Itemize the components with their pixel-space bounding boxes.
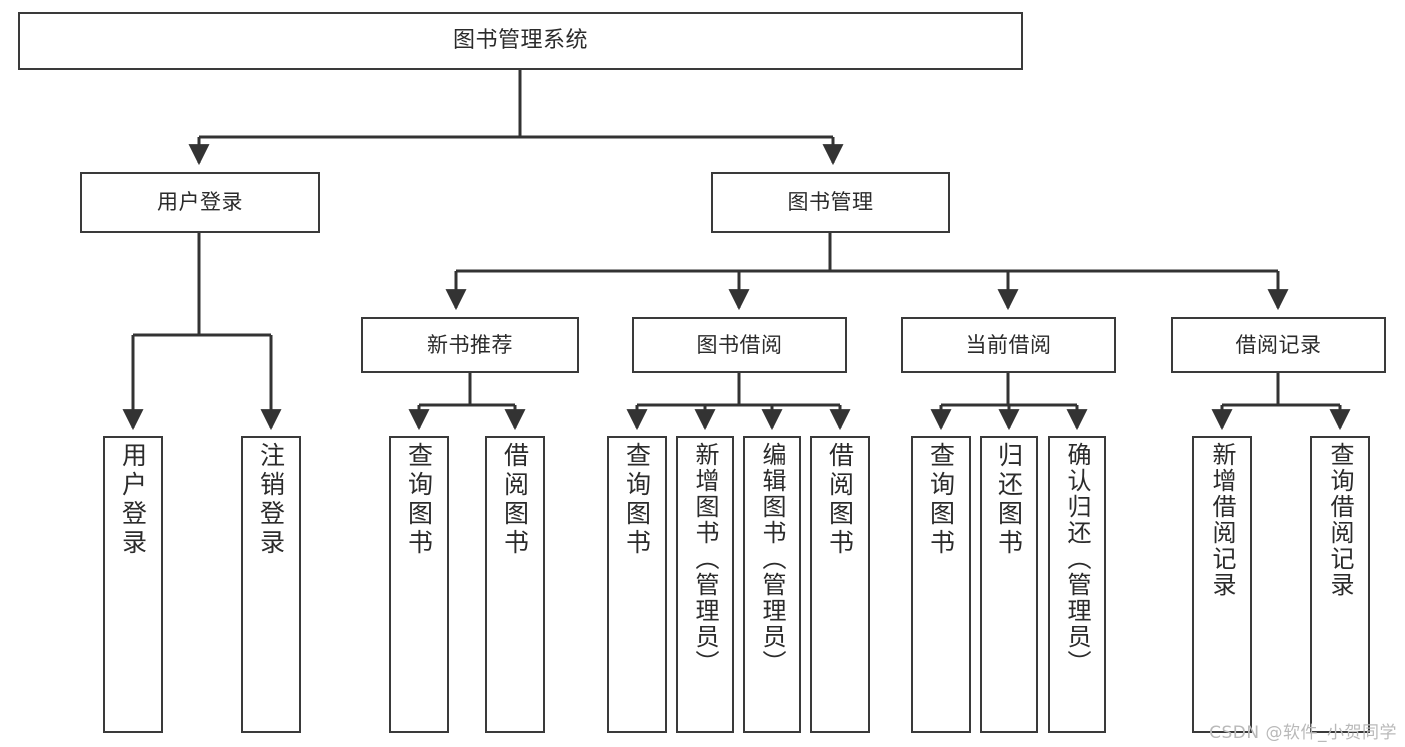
leaf-logout-login[interactable]: 注销登录 <box>241 436 301 733</box>
node-label: 新增图书（管理员） <box>691 442 719 676</box>
node-label: 图书管理 <box>787 190 874 215</box>
node-label: 借阅图书 <box>500 442 530 558</box>
leaf-edit-book[interactable]: 编辑图书（管理员） <box>743 436 801 733</box>
leaf-user-login[interactable]: 用户登录 <box>103 436 163 733</box>
leaf-return-book[interactable]: 归还图书 <box>980 436 1038 733</box>
node-book-manage[interactable]: 图书管理 <box>711 172 950 233</box>
node-label: 图书管理系统 <box>452 28 588 54</box>
leaf-borrow-book[interactable]: 借阅图书 <box>810 436 870 733</box>
node-label: 用户登录 <box>157 190 243 215</box>
node-label: 当前借阅 <box>965 332 1052 357</box>
leaf-query-borrow-record[interactable]: 查询借阅记录 <box>1310 436 1370 733</box>
node-label: 图书借阅 <box>696 332 783 357</box>
node-label: 查询图书 <box>404 442 434 558</box>
leaf-query-book-borrow[interactable]: 查询图书 <box>607 436 667 733</box>
node-label: 查询图书 <box>622 442 652 558</box>
node-label: 归还图书 <box>994 442 1024 558</box>
node-label: 查询图书 <box>926 442 956 558</box>
leaf-borrow-book-recommend[interactable]: 借阅图书 <box>485 436 545 733</box>
node-user-login[interactable]: 用户登录 <box>80 172 320 233</box>
leaf-query-book-current[interactable]: 查询图书 <box>911 436 971 733</box>
node-label: 查询借阅记录 <box>1326 442 1354 598</box>
node-label: 注销登录 <box>256 442 286 558</box>
node-label: 新书推荐 <box>427 332 513 357</box>
node-current-borrow[interactable]: 当前借阅 <box>901 317 1116 373</box>
leaf-query-book-recommend[interactable]: 查询图书 <box>389 436 449 733</box>
node-label: 确认归还（管理员） <box>1063 442 1091 676</box>
leaf-confirm-return[interactable]: 确认归还（管理员） <box>1048 436 1106 733</box>
node-label: 编辑图书（管理员） <box>758 442 786 676</box>
node-label: 借阅图书 <box>825 442 855 558</box>
node-book-borrow[interactable]: 图书借阅 <box>632 317 847 373</box>
node-label: 用户登录 <box>118 442 148 558</box>
node-label: 新增借阅记录 <box>1208 442 1236 598</box>
watermark-text: CSDN @软件_小贺同学 <box>1209 723 1397 743</box>
node-new-book-recommend[interactable]: 新书推荐 <box>361 317 579 373</box>
node-label: 借阅记录 <box>1235 332 1322 357</box>
node-borrow-record[interactable]: 借阅记录 <box>1171 317 1386 373</box>
leaf-add-book[interactable]: 新增图书（管理员） <box>676 436 734 733</box>
node-root-system[interactable]: 图书管理系统 <box>18 12 1023 70</box>
leaf-add-borrow-record[interactable]: 新增借阅记录 <box>1192 436 1252 733</box>
